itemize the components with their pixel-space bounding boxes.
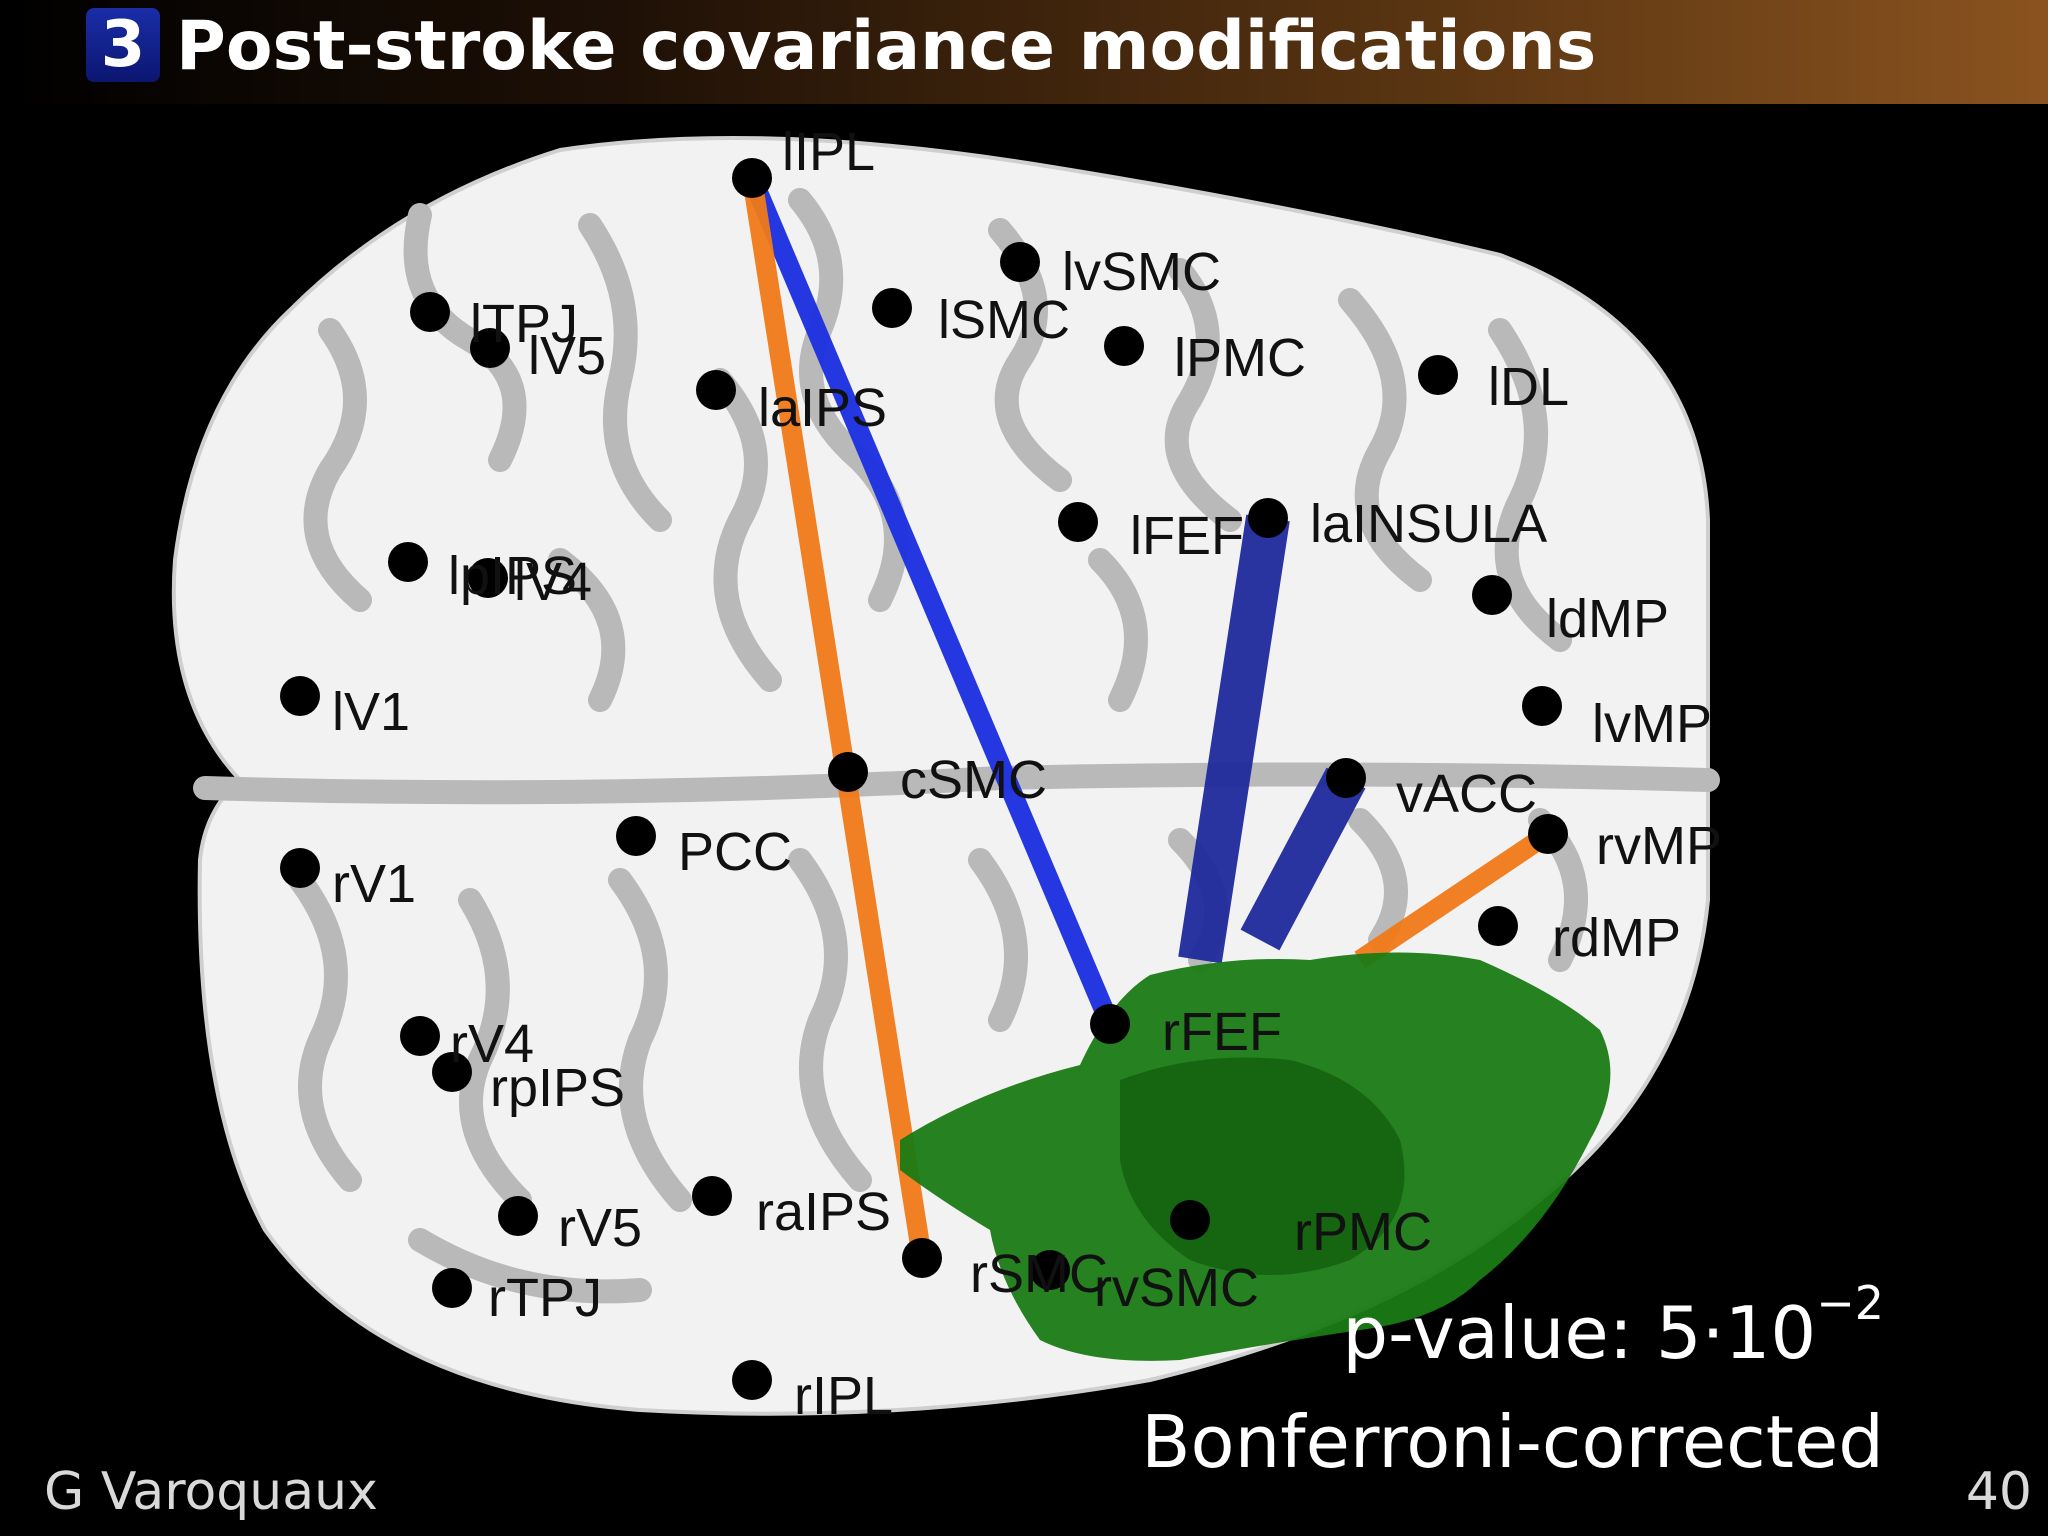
node-rdMP: [1478, 906, 1518, 946]
label-rV4: rV4: [450, 1014, 534, 1074]
label-rSMC: rSMC: [970, 1244, 1108, 1304]
node-lTPJ: [410, 292, 450, 332]
label-lvMP: lvMP: [1592, 694, 1712, 754]
node-rvMP: [1528, 814, 1568, 854]
node-laINSULA: [1248, 498, 1288, 538]
label-lFEF: lFEF: [1130, 506, 1244, 566]
slide-header: 3 Post-stroke covariance modifications: [0, 0, 2048, 104]
pvalue-caption: p-value: 5·10−2: [1342, 1276, 1884, 1375]
pvalue-label: p-value: 5·10: [1342, 1291, 1817, 1375]
node-cSMC: [828, 752, 868, 792]
label-lTPJ: lTPJ: [470, 294, 578, 354]
connection-laINSULA-lesion: [1178, 514, 1290, 964]
label-rV5: rV5: [558, 1198, 642, 1258]
pvalue-exponent: −2: [1816, 1276, 1884, 1330]
label-rPMC: rPMC: [1294, 1202, 1432, 1262]
node-lFEF: [1058, 502, 1098, 542]
node-lV4: [468, 558, 508, 598]
footer-author: G Varoquaux: [44, 1462, 378, 1522]
node-lV5: [470, 328, 510, 368]
correction-caption: Bonferroni-corrected: [1141, 1400, 1884, 1484]
label-lSMC: lSMC: [938, 290, 1070, 350]
node-lDL: [1418, 355, 1458, 395]
connection-lIPL-rSMC: [742, 176, 932, 1260]
connection-rvMP-lesion: [1354, 825, 1554, 969]
label-lV4: lV4: [514, 552, 592, 612]
label-rIPL: rIPL: [794, 1366, 893, 1426]
label-lIPL: lIPL: [782, 122, 875, 182]
label-cSMC: cSMC: [900, 750, 1047, 810]
connection-vACC-lesion: [1240, 767, 1366, 951]
label-rTPJ: rTPJ: [488, 1268, 602, 1328]
node-lV1: [280, 676, 320, 716]
node-ldMP: [1472, 575, 1512, 615]
node-raIPS: [692, 1176, 732, 1216]
node-lvMP: [1522, 686, 1562, 726]
connection-lIPL-rFEF: [742, 174, 1120, 1028]
node-rIPL: [732, 1360, 772, 1400]
label-laINSULA: laINSULA: [1310, 494, 1547, 554]
node-rV1: [280, 848, 320, 888]
node-lSMC: [872, 288, 912, 328]
node-rFEF: [1090, 1004, 1130, 1044]
label-rFEF: rFEF: [1162, 1002, 1282, 1062]
node-lvSMC: [1000, 242, 1040, 282]
node-rvSMC: [1030, 1250, 1070, 1290]
node-rTPJ: [432, 1268, 472, 1308]
node-rV4: [400, 1016, 440, 1056]
label-PCC: PCC: [678, 822, 792, 882]
label-vACC: vACC: [1396, 764, 1537, 824]
node-rPMC: [1170, 1200, 1210, 1240]
node-vACC: [1326, 758, 1366, 798]
node-rSMC: [902, 1238, 942, 1278]
label-lV5: lV5: [528, 326, 606, 386]
label-ldMP: ldMP: [1546, 589, 1669, 649]
label-rdMP: rdMP: [1552, 908, 1681, 968]
node-PCC: [616, 816, 656, 856]
node-rV5: [498, 1196, 538, 1236]
label-lvSMC: lvSMC: [1062, 242, 1221, 302]
node-lIPL: [732, 158, 772, 198]
label-lPMC: lPMC: [1174, 328, 1306, 388]
label-rvMP: rvMP: [1596, 816, 1722, 876]
node-lpIPS: [388, 542, 428, 582]
region-nodes: [280, 158, 1568, 1400]
label-rpIPS: rpIPS: [490, 1058, 625, 1118]
label-lDL: lDL: [1488, 357, 1569, 417]
node-lPMC: [1104, 326, 1144, 366]
label-raIPS: raIPS: [756, 1182, 891, 1242]
label-rvSMC: rvSMC: [1094, 1258, 1259, 1318]
footer-page-number: 40: [1965, 1462, 2032, 1522]
label-laIPS: laIPS: [758, 378, 887, 438]
connection-lines: [742, 174, 1554, 1260]
label-lV1: lV1: [332, 682, 410, 742]
slide-title: Post-stroke covariance modifications: [176, 7, 1597, 86]
node-rpIPS: [432, 1052, 472, 1092]
section-number-badge: 3: [86, 8, 160, 82]
node-laIPS: [696, 370, 736, 410]
label-rV1: rV1: [332, 854, 416, 914]
label-lpIPS: lpIPS: [448, 546, 577, 606]
